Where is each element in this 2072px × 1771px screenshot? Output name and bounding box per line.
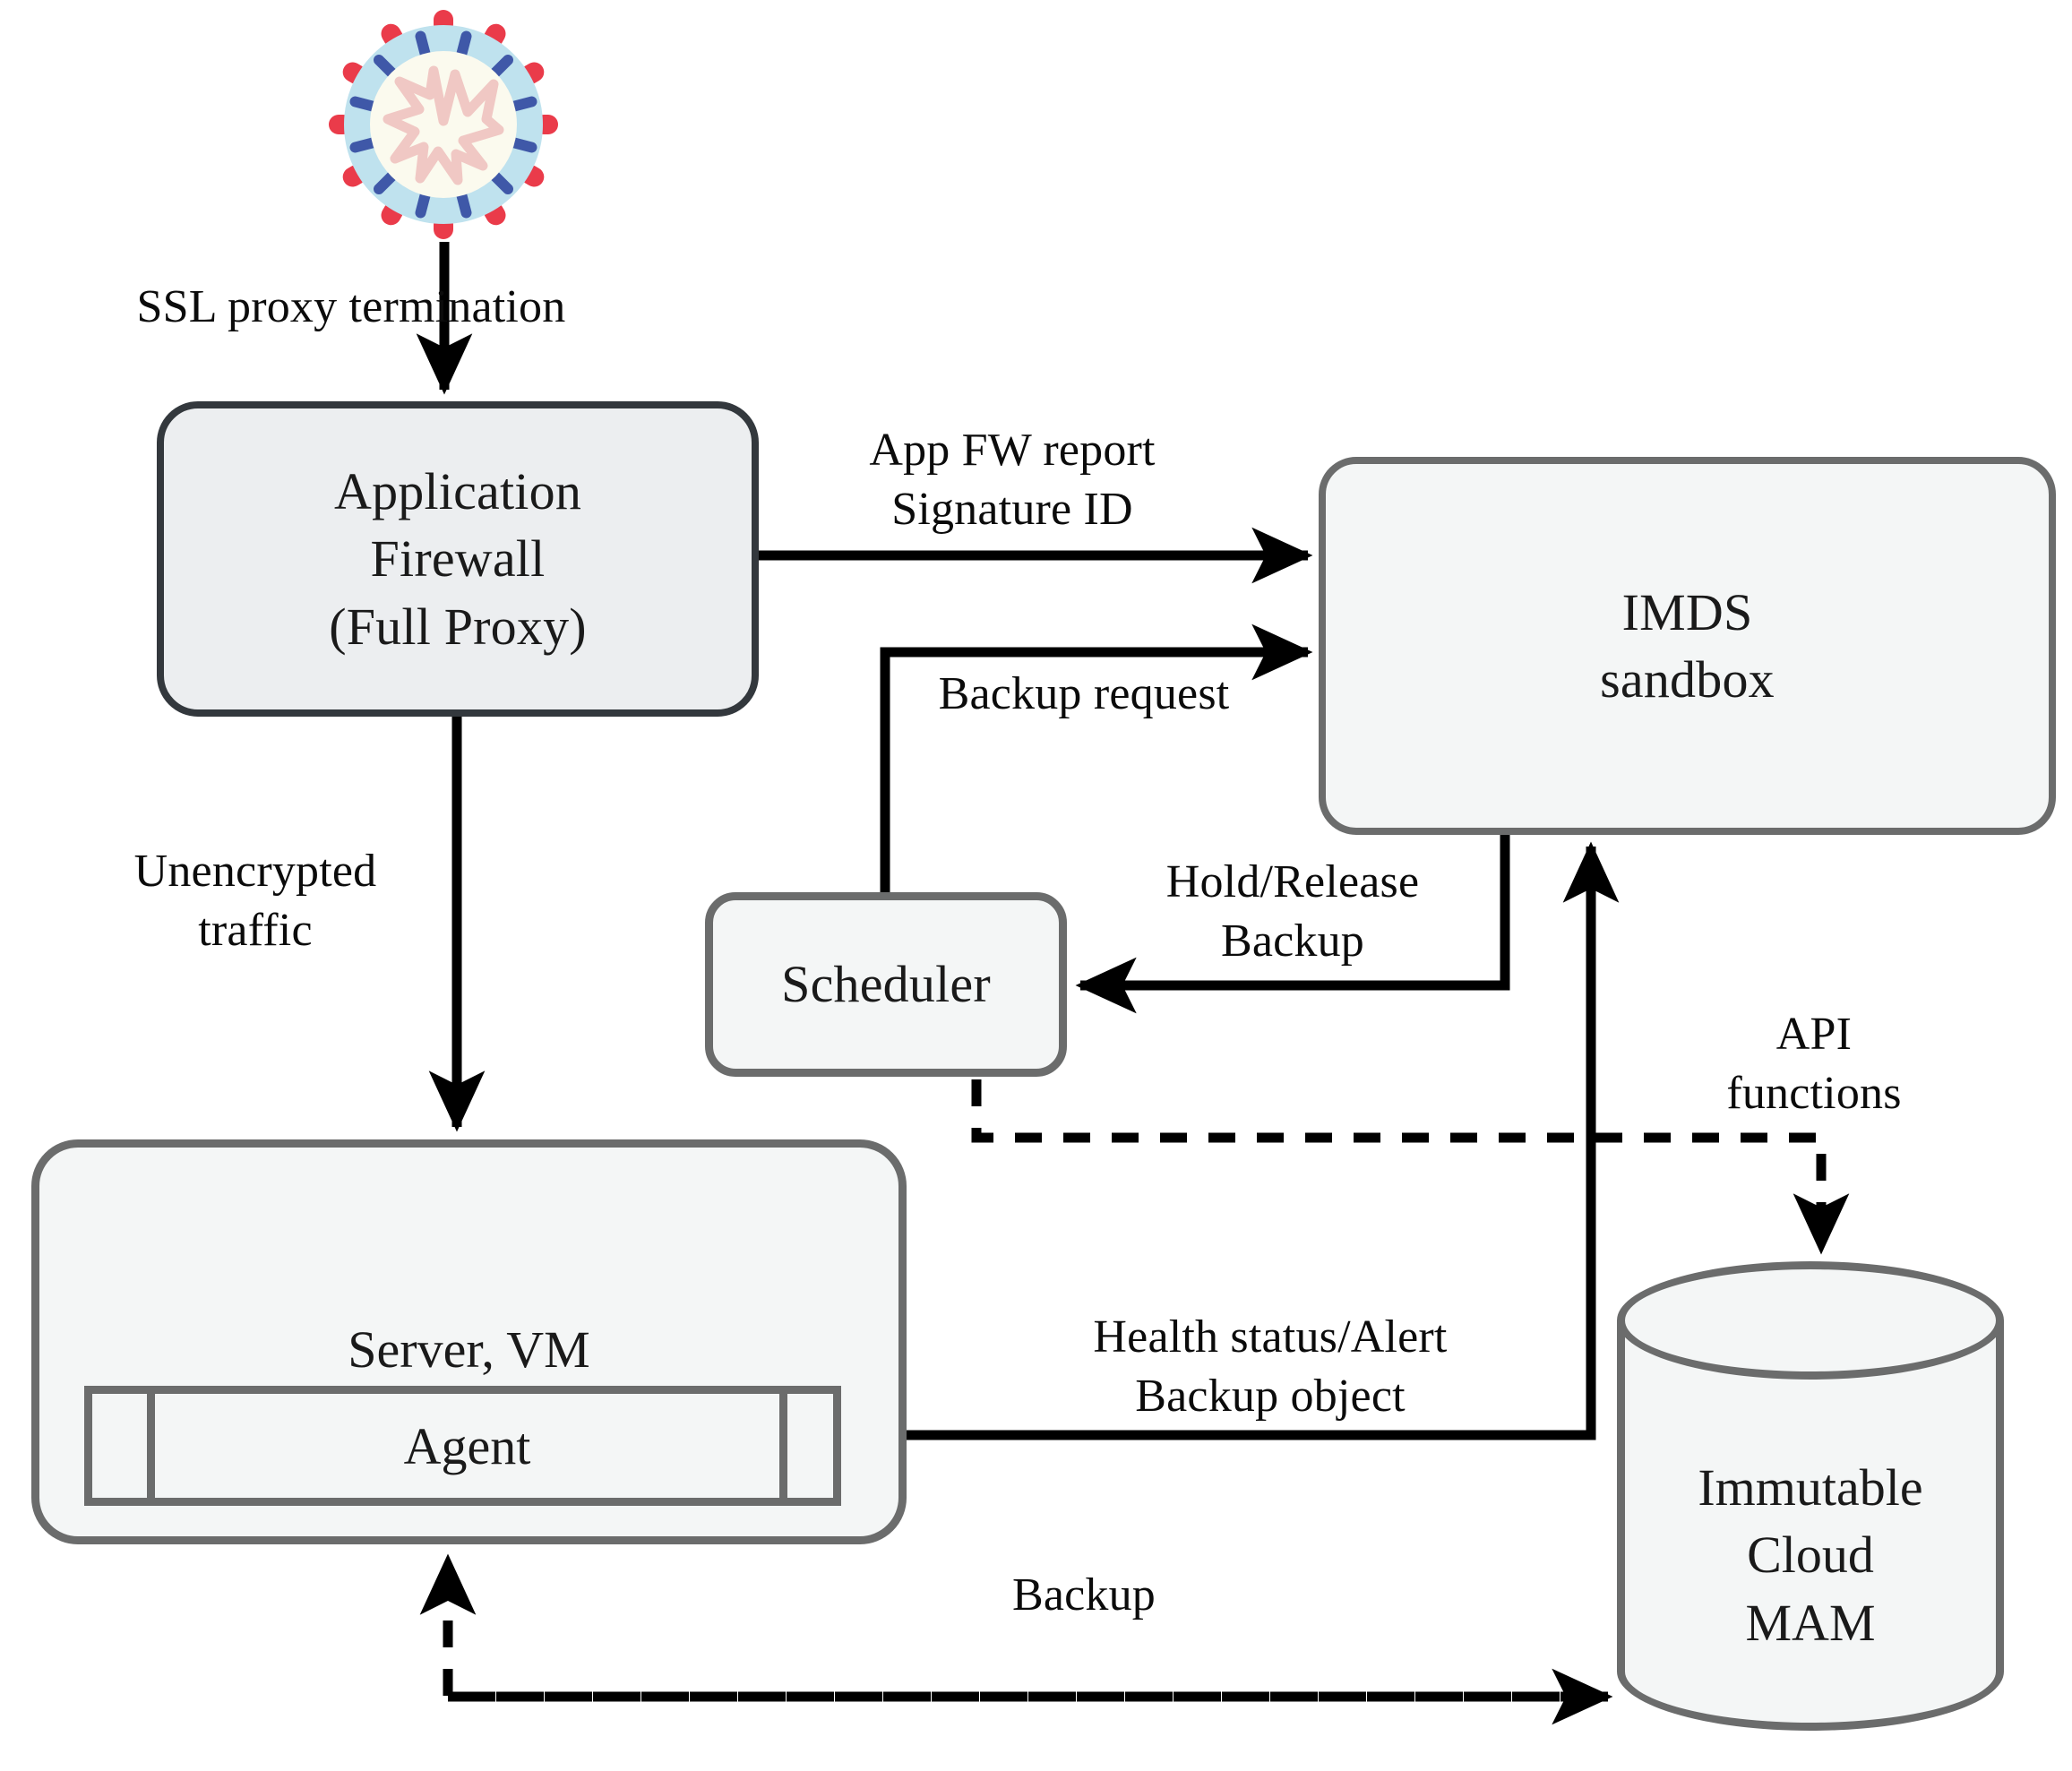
server-vm-label: Server, VM (348, 1320, 590, 1379)
virus-icon (329, 10, 558, 239)
cylinder-top-ellipse (1617, 1261, 2004, 1380)
agent-slot-left (92, 1394, 155, 1498)
edge-label-hold-release-backup: Hold/Release Backup (1165, 856, 1420, 967)
immutable-cloud-mam-label: Immutable Cloud MAM (1698, 1458, 1923, 1652)
node-server-vm[interactable]: Server, VM Agent (31, 1139, 907, 1544)
node-scheduler[interactable]: Scheduler (705, 892, 1067, 1077)
edge-label-ssl-proxy-termination: SSL proxy termination (136, 281, 566, 332)
edge-label-backup-request: Backup request (938, 668, 1230, 719)
agent-bar[interactable]: Agent (84, 1386, 841, 1506)
edge-backup-request (880, 623, 1313, 896)
node-immutable-cloud-mam[interactable]: Immutable Cloud MAM (1617, 1261, 2004, 1731)
scheduler-label: Scheduler (781, 955, 991, 1014)
edge-label-app-fw-report: App FW report Signature ID (869, 425, 1156, 535)
node-application-firewall[interactable]: Application Firewall (Full Proxy) (157, 401, 759, 717)
edge-hold-release-backup (1075, 835, 1510, 1014)
imds-sandbox-label: IMDS sandbox (1600, 582, 1775, 709)
edge-label-backup: Backup (1011, 1569, 1156, 1621)
node-imds-sandbox[interactable]: IMDS sandbox (1319, 457, 2056, 835)
edge-health-status (833, 841, 1620, 1440)
edge-label-unencrypted-traffic: Unencrypted traffic (133, 846, 377, 956)
agent-slot-right (779, 1394, 833, 1498)
edge-label-api-functions: API functions (1726, 1009, 1902, 1119)
agent-label: Agent (403, 1416, 531, 1475)
application-firewall-label: Application Firewall (Full Proxy) (329, 461, 587, 656)
edge-label-health-status: Health status/Alert Backup object (1093, 1311, 1448, 1422)
cylinder-body (1617, 1320, 2004, 1731)
